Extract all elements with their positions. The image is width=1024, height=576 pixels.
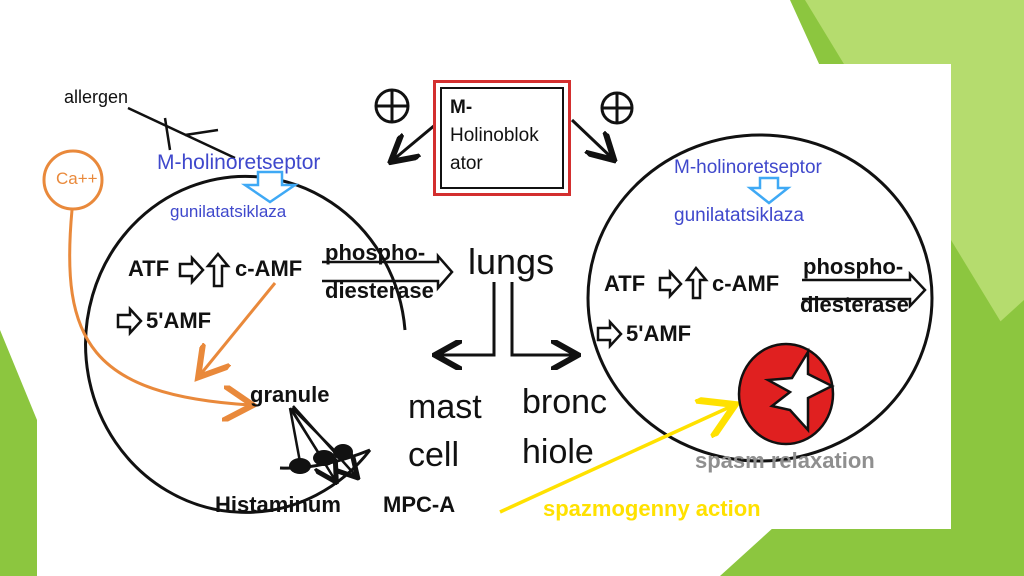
spasm-relaxation-label: spasm relaxation	[695, 448, 875, 473]
m-holinoblokator-box	[433, 80, 571, 196]
cell-label: cell	[408, 436, 460, 474]
right-atf-arrow	[658, 268, 683, 300]
left-camf-label: c-AMF	[235, 256, 303, 281]
camf-to-granule-arrow	[200, 282, 277, 375]
green-wedge-left	[0, 330, 37, 576]
left-enzyme-label: gunilatatsiklaza	[170, 202, 287, 221]
left-cell-outline	[84, 174, 407, 514]
blocker-to-left-arrow	[393, 123, 436, 160]
left-diesterase-label: diesterase	[325, 278, 434, 303]
spasmogenic-arrow	[499, 406, 732, 514]
right-atf-label: ATF	[604, 271, 646, 296]
right-5amf-label: 5'AMF	[626, 321, 692, 346]
blocker-label-line3: ator	[450, 153, 483, 174]
blocker-to-right-arrow	[570, 118, 612, 158]
right-camf-label: c-AMF	[712, 271, 780, 296]
left-phospho-arrow	[322, 252, 454, 292]
histaminum-label: Histaminum	[215, 492, 341, 517]
calcium-arrow	[68, 209, 250, 405]
right-5amf-arrow	[596, 318, 623, 350]
right-receptor-label: M-holinoretseptor	[674, 157, 822, 178]
calcium-circle	[42, 149, 104, 211]
left-atf-arrow	[178, 254, 205, 286]
right-phospho-arrow	[802, 270, 927, 310]
granule-label: granule	[250, 382, 330, 407]
lungs-to-bronchiole-arrow	[510, 282, 575, 355]
mpc-a-label: MPC-A	[383, 492, 456, 517]
left-up-arrow	[205, 252, 231, 288]
left-5amf-label: 5'AMF	[146, 308, 212, 333]
right-phospho-label: phospho-	[803, 254, 904, 279]
right-cell-outline	[586, 133, 934, 463]
lungs-label: lungs	[468, 241, 555, 282]
allergen-line-1	[127, 106, 236, 160]
histamine-granule-1	[289, 458, 311, 474]
left-phospho-label: phospho-	[325, 240, 426, 265]
histamine-granule-2	[313, 450, 335, 466]
left-enzyme-arrow	[240, 170, 300, 204]
blocker-label-line1: M-	[450, 97, 473, 118]
lungs-to-mast-arrow	[438, 282, 496, 355]
histamine-granule-3	[333, 444, 353, 460]
left-5amf-arrow	[116, 305, 143, 337]
hiole-label: hiole	[522, 433, 594, 471]
spasmogenny-action-label: spazmogenny action	[543, 496, 761, 521]
calcium-label: Ca++	[56, 169, 98, 188]
allergen-line-2	[163, 117, 172, 151]
right-diesterase-label: diesterase	[800, 292, 909, 317]
mast-label: mast	[408, 388, 482, 426]
allergen-line-3	[184, 128, 219, 137]
right-up-arrow	[684, 265, 709, 300]
relaxation-star-icon	[763, 347, 835, 434]
right-enzyme-arrow	[746, 176, 792, 205]
left-receptor-label: M-holinoretseptor	[157, 151, 321, 174]
right-enzyme-label: gunilatatsiklaza	[674, 205, 804, 226]
left-atf-label: ATF	[128, 256, 170, 281]
allergen-label: allergen	[64, 87, 129, 107]
blocker-label-line2: Holinoblok	[450, 125, 539, 146]
bronc-label: bronc	[522, 383, 608, 421]
